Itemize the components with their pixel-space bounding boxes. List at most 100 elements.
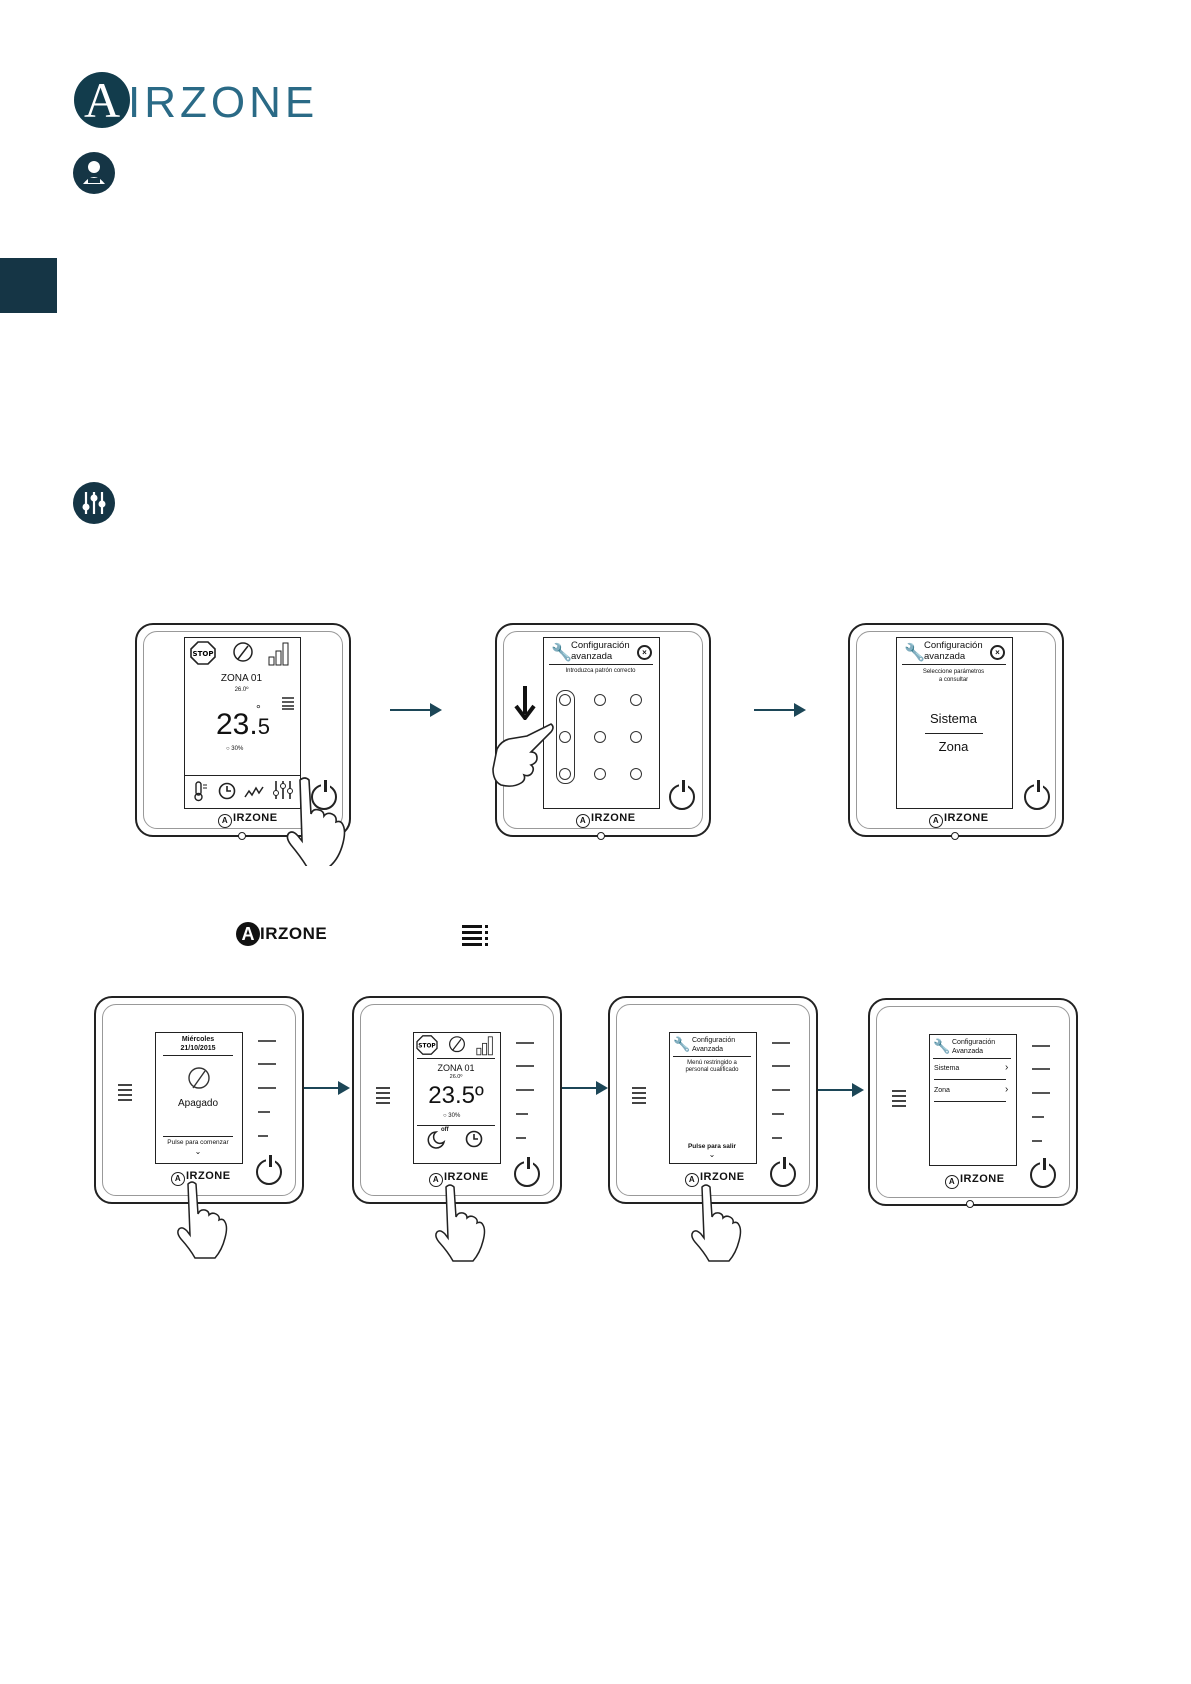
menu-item-system[interactable]: Sistema <box>934 1065 960 1072</box>
pattern-dot[interactable] <box>559 768 571 780</box>
option-system[interactable]: Sistema <box>930 711 977 726</box>
option-zone[interactable]: Zona <box>938 739 969 754</box>
setpoint-small: 26.0º <box>449 1074 463 1080</box>
side-button[interactable] <box>772 1042 790 1044</box>
exit-hint[interactable]: Pulse para salir <box>687 1143 737 1150</box>
divider <box>933 1058 1011 1059</box>
power-button[interactable] <box>256 1155 282 1185</box>
sleep-moon-icon[interactable] <box>426 1130 448 1155</box>
thermometer-icon[interactable] <box>192 780 208 807</box>
power-button[interactable] <box>1024 780 1050 810</box>
side-button[interactable] <box>1032 1045 1050 1047</box>
side-button[interactable] <box>772 1137 782 1139</box>
pattern-dot[interactable] <box>630 768 642 780</box>
chevron-right-icon: › <box>1005 1084 1009 1095</box>
side-button[interactable] <box>772 1065 790 1067</box>
power-button[interactable] <box>514 1157 540 1187</box>
device-nub <box>238 832 246 840</box>
pattern-dot[interactable] <box>630 731 642 743</box>
side-button[interactable] <box>258 1040 276 1042</box>
sliders-settings-icon <box>73 482 115 524</box>
pattern-dot[interactable] <box>594 731 606 743</box>
brand-logo-letter: A <box>83 72 121 128</box>
divider <box>925 733 983 734</box>
flow-arrow <box>754 703 806 717</box>
eco-leaf-icon <box>187 1066 211 1099</box>
wrench-icon: 🔧 <box>551 643 573 662</box>
pattern-prompt: Introduzca patrón correcto <box>565 668 636 674</box>
weekday: Miércoles <box>181 1036 215 1043</box>
side-button[interactable] <box>516 1089 534 1091</box>
divider <box>934 1079 1006 1080</box>
power-button[interactable] <box>311 780 337 810</box>
menu-list-icon[interactable] <box>376 1087 394 1107</box>
pattern-dot[interactable] <box>630 694 642 706</box>
status-text: Apagado <box>177 1098 219 1109</box>
side-button[interactable] <box>1032 1068 1050 1070</box>
start-hint[interactable]: Pulse para comenzar <box>167 1139 229 1146</box>
divider <box>417 1058 495 1059</box>
side-button[interactable] <box>258 1135 268 1137</box>
setpoint-small: 26.0º <box>234 687 249 693</box>
inline-logo-text: IRZONE <box>260 924 328 943</box>
pattern-dot[interactable] <box>559 694 571 706</box>
divider <box>163 1055 233 1056</box>
clock-icon[interactable] <box>218 782 236 805</box>
think-screen-select <box>896 637 1013 809</box>
blueface-screen-off <box>155 1032 243 1164</box>
room-temperature: 23.5 <box>216 708 270 741</box>
menu-list-icon <box>462 924 490 951</box>
power-button[interactable] <box>770 1157 796 1187</box>
power-button[interactable] <box>669 780 695 810</box>
clock-icon[interactable] <box>465 1130 483 1153</box>
degree-sign: ° <box>256 702 261 716</box>
menu-list-icon[interactable] <box>118 1084 136 1104</box>
flow-arrow <box>562 1081 608 1095</box>
room-temperature: 23.5º <box>428 1082 484 1109</box>
fan-speed-icon <box>282 696 294 715</box>
divider <box>163 1136 233 1137</box>
inline-logo-mark: A <box>236 922 260 946</box>
flow-arrow <box>304 1081 350 1095</box>
side-button[interactable] <box>1032 1092 1050 1094</box>
section-tab-marker <box>0 258 57 313</box>
side-button[interactable] <box>258 1087 276 1089</box>
svg-text:STOP: STOP <box>418 1044 436 1050</box>
side-button[interactable] <box>258 1111 270 1113</box>
menu-list-icon[interactable] <box>632 1087 650 1107</box>
side-button[interactable] <box>516 1113 528 1115</box>
hand-pointer-icon <box>176 1180 232 1265</box>
chevron-right-icon: › <box>1005 1062 1009 1073</box>
side-button[interactable] <box>1032 1140 1042 1142</box>
side-button[interactable] <box>516 1042 534 1044</box>
pattern-dot[interactable] <box>594 694 606 706</box>
side-button[interactable] <box>516 1137 526 1139</box>
power-button[interactable] <box>1030 1158 1056 1188</box>
device-nub <box>951 832 959 840</box>
side-button[interactable] <box>772 1089 790 1091</box>
pattern-dot[interactable] <box>594 768 606 780</box>
air-quality-icon[interactable] <box>244 785 264 804</box>
close-icon[interactable]: × <box>990 645 1005 660</box>
sliders-settings-icon[interactable] <box>272 779 294 806</box>
signal-bars-icon <box>268 640 290 671</box>
brand-logo-mark <box>74 72 130 128</box>
flow-arrow <box>818 1083 864 1097</box>
menu-list-icon[interactable] <box>892 1090 910 1110</box>
side-button[interactable] <box>772 1113 784 1115</box>
side-button[interactable] <box>516 1065 534 1067</box>
side-button[interactable] <box>1032 1116 1044 1118</box>
eco-leaf-icon <box>448 1035 466 1060</box>
close-icon[interactable]: × <box>637 645 652 660</box>
pattern-dot[interactable] <box>559 731 571 743</box>
menu-item-zone[interactable]: Zona <box>934 1087 950 1094</box>
side-button[interactable] <box>258 1063 276 1065</box>
date: 21/10/2015 <box>180 1045 216 1052</box>
